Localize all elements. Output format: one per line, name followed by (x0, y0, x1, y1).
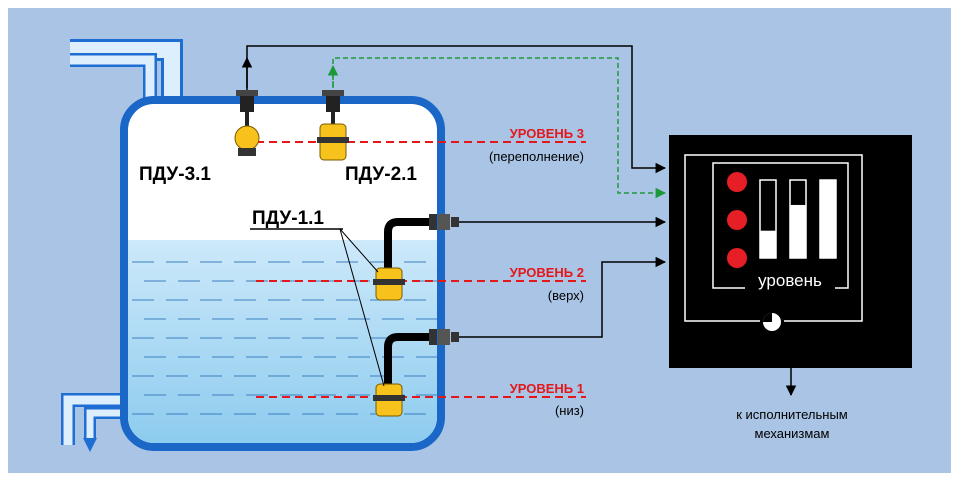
level2-sub: (верх) (548, 288, 584, 303)
level1-title: УРОВЕНЬ 1 (510, 381, 584, 396)
indicator-led (727, 210, 747, 230)
sensor-label-pdu31: ПДУ-3.1 (139, 164, 211, 185)
sensor-pdu31 (234, 90, 260, 156)
rotary-knob-icon[interactable] (760, 311, 784, 331)
output-note-line1: к исполнительным (736, 407, 848, 422)
indicator-led (727, 172, 747, 192)
output-note-line2: механизмам (755, 426, 830, 441)
indicator-led (727, 248, 747, 268)
level1-sub: (низ) (555, 403, 584, 418)
pdu11-pointer-lines (250, 228, 385, 387)
float-ball-icon (234, 125, 260, 151)
indicator-leds (727, 172, 747, 268)
signal-wires (241, 45, 797, 397)
water-waves (132, 261, 437, 415)
outlet-arrow-icon (83, 438, 97, 452)
level2-title: УРОВЕНЬ 2 (510, 265, 584, 280)
level-bar-fill (820, 180, 836, 258)
level-bar-fill (760, 230, 776, 258)
level-bar-fill (790, 204, 806, 258)
sensor-label-pdu11: ПДУ-1.1 (252, 208, 324, 229)
display-label: уровень (758, 271, 822, 290)
sensor-pdu11-lower (373, 329, 459, 417)
sensor-pdu21 (317, 90, 349, 161)
inlet-pipe (70, 39, 183, 128)
level-bars (759, 179, 837, 259)
sensor-pdu11-upper (373, 214, 459, 301)
level3-sub: (переполнение) (489, 149, 584, 164)
level3-title: УРОВЕНЬ 3 (510, 126, 584, 141)
sensor-label-pdu21: ПДУ-2.1 (345, 164, 417, 185)
controller-unit: уровень (669, 135, 912, 368)
outlet-pipe (61, 393, 124, 452)
level-lines (256, 141, 586, 398)
